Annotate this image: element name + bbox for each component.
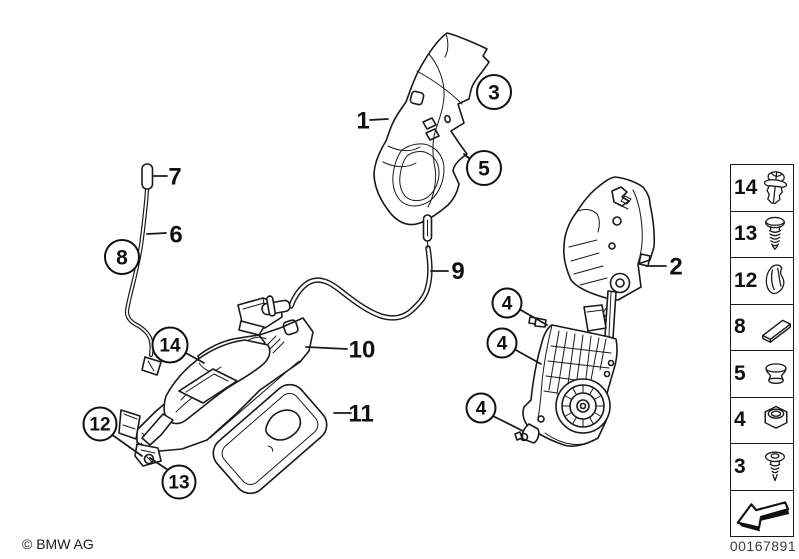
part-2-lock-drawing xyxy=(563,176,656,327)
travel-direction-arrow-icon xyxy=(736,501,790,532)
callout-8-number[interactable]: 8 xyxy=(116,247,128,270)
legend-number-3: 3 xyxy=(734,454,746,478)
callout-4-upper[interactable]: 4 xyxy=(491,287,523,319)
expanding-screw-icon xyxy=(765,451,785,481)
callout-5[interactable]: 5 xyxy=(466,150,502,186)
part-label-2[interactable]: 2 xyxy=(669,254,682,281)
legend-row-13[interactable]: 13 xyxy=(731,210,793,258)
callout-4-middle[interactable]: 4 xyxy=(486,327,518,359)
callout-4-lower[interactable]: 4 xyxy=(465,392,497,424)
legend-number-12: 12 xyxy=(734,268,758,292)
grommet-plug-icon xyxy=(765,362,787,384)
handle-mechanism-drawing xyxy=(118,295,291,467)
image-number: 00167891 xyxy=(729,538,797,554)
callout-12[interactable]: 12 xyxy=(82,406,118,442)
part-4-actuator-drawing xyxy=(514,290,618,447)
legend-number-14: 14 xyxy=(734,175,758,199)
part-label-6[interactable]: 6 xyxy=(169,222,182,249)
legend-number-5: 5 xyxy=(734,361,746,385)
part-1-insulation-drawing xyxy=(373,32,490,226)
callout-4-lower-number[interactable]: 4 xyxy=(476,399,487,420)
legend-number-8: 8 xyxy=(734,315,746,339)
callout-12-number[interactable]: 12 xyxy=(89,415,110,436)
legend-row-arrow xyxy=(731,489,793,537)
callout-4-middle-number[interactable]: 4 xyxy=(497,334,508,355)
cover-cap-icon xyxy=(765,264,785,294)
hex-nut-icon xyxy=(764,406,788,430)
part-label-9[interactable]: 9 xyxy=(451,258,464,285)
callout-13-number[interactable]: 13 xyxy=(168,473,189,494)
leader-lines xyxy=(110,118,667,471)
part-6-rod-drawing xyxy=(124,163,154,358)
legend-row-8[interactable]: 8 xyxy=(731,303,793,351)
part-label-11[interactable]: 11 xyxy=(348,401,373,428)
callout-14-number[interactable]: 14 xyxy=(159,336,181,357)
part-11-cover-drawing xyxy=(212,383,328,495)
part-label-10[interactable]: 10 xyxy=(349,337,376,364)
part-9-cable-drawing xyxy=(288,214,433,321)
copyright-notice: © BMW AG xyxy=(22,536,94,552)
legend-row-4[interactable]: 4 xyxy=(731,396,793,444)
callout-8[interactable]: 8 xyxy=(104,239,140,275)
callout-4-upper-number[interactable]: 4 xyxy=(502,294,513,315)
legend-number-4: 4 xyxy=(734,408,746,432)
legend-row-12[interactable]: 12 xyxy=(731,257,793,304)
legend-number-13: 13 xyxy=(734,222,758,246)
fastener-legend: 14 13 12 xyxy=(730,164,794,537)
callout-14[interactable]: 14 xyxy=(151,326,189,364)
expanding-rivet-icon xyxy=(763,170,788,204)
part-label-7[interactable]: 7 xyxy=(168,164,181,191)
gasket-pad-icon xyxy=(762,319,792,344)
pan-head-screw-icon xyxy=(765,217,785,251)
callout-5-number[interactable]: 5 xyxy=(478,158,490,181)
legend-row-14[interactable]: 14 xyxy=(731,165,793,211)
legend-row-3[interactable]: 3 xyxy=(731,443,793,490)
part-7-knob-drawing xyxy=(141,163,154,190)
part-label-1[interactable]: 1 xyxy=(356,108,369,135)
legend-row-5[interactable]: 5 xyxy=(731,350,793,397)
callout-3[interactable]: 3 xyxy=(476,74,512,110)
callout-3-number[interactable]: 3 xyxy=(488,82,500,105)
callout-13[interactable]: 13 xyxy=(161,464,197,500)
